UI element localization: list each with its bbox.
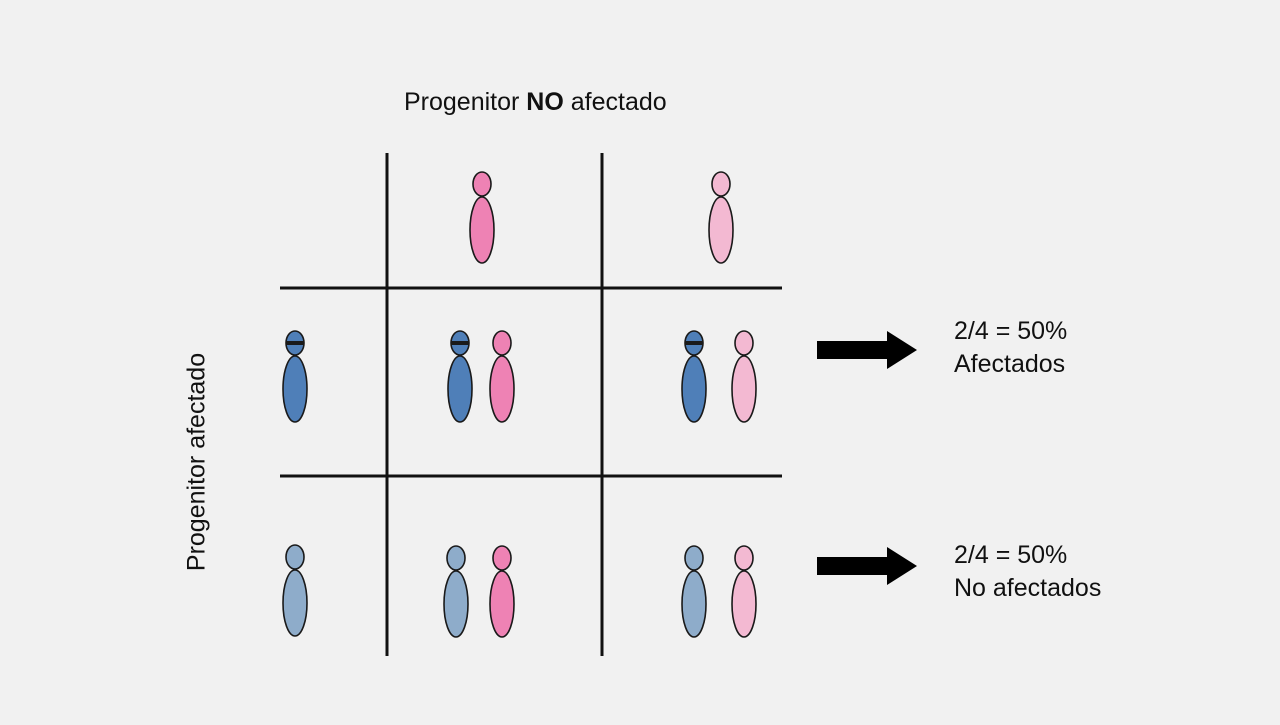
chromosome-parent-top-pink-dark-long-arm bbox=[469, 196, 495, 264]
chromosome-cell-r2c2-pink-light-short-arm bbox=[734, 545, 754, 571]
top-label-unaffected-parent: Progenitor NO afectado bbox=[404, 88, 667, 117]
chromosome-cell-r2c2-blue-light-icon bbox=[681, 545, 707, 638]
top-label-prefix: Progenitor bbox=[404, 88, 527, 116]
chromosome-cell-r1c1-pink-dark-icon bbox=[489, 330, 515, 423]
chromosome-cell-r2c1-blue-light-icon bbox=[443, 545, 469, 638]
chromosome-parent-top-pink-dark-icon bbox=[469, 171, 495, 264]
chromosome-cell-r2c1-pink-dark-short-arm bbox=[492, 545, 512, 571]
chromosome-cell-r1c1-blue-dark-long-arm bbox=[447, 355, 473, 423]
chromosome-cell-r1c1-pink-dark-short-arm bbox=[492, 330, 512, 356]
chromosome-cell-r1c2-pink-light-short-arm bbox=[734, 330, 754, 356]
chromosome-cell-r1c1-blue-dark-icon bbox=[447, 330, 473, 423]
chromosome-cell-r2c1-blue-light-short-arm bbox=[446, 545, 466, 571]
chromosome-parent-side-blue-dark-long-arm bbox=[282, 355, 308, 423]
result-unaffected-ratio: 2/4 = 50% bbox=[954, 541, 1068, 569]
chromosome-cell-r2c2-pink-light-icon bbox=[731, 545, 757, 638]
top-label-suffix: afectado bbox=[563, 88, 667, 116]
result-affected-ratio: 2/4 = 50% bbox=[954, 317, 1068, 345]
chromosome-cell-r2c2-blue-light-short-arm bbox=[684, 545, 704, 571]
result-affected-text: Afectados bbox=[954, 350, 1066, 378]
chromosome-parent-top-pink-light-icon bbox=[708, 171, 734, 264]
chromosome-cell-r2c2-pink-light-long-arm bbox=[731, 570, 757, 638]
chromosome-cell-r2c2-blue-light-long-arm bbox=[681, 570, 707, 638]
chromosome-cell-r1c1-blue-dark-mutation-band bbox=[451, 341, 469, 345]
chromosome-cell-r1c2-blue-dark-mutation-band bbox=[685, 341, 703, 345]
result-affected: 2/4 = 50% Afectados bbox=[954, 315, 1067, 381]
chromosome-parent-top-pink-light-long-arm bbox=[708, 196, 734, 264]
arrow-affected-icon bbox=[817, 331, 917, 369]
side-label-affected-parent: Progenitor afectado bbox=[182, 352, 211, 572]
arrow-unaffected-icon bbox=[817, 547, 917, 585]
chromosome-cell-r2c1-pink-dark-icon bbox=[489, 545, 515, 638]
chromosome-cell-r1c2-pink-light-icon bbox=[731, 330, 757, 423]
top-label-bold: NO bbox=[526, 88, 564, 116]
chromosome-parent-top-pink-dark-short-arm bbox=[472, 171, 492, 197]
chromosome-cell-r1c2-blue-dark-long-arm bbox=[681, 355, 707, 423]
result-unaffected-text: No afectados bbox=[954, 574, 1102, 602]
chromosome-cell-r2c1-blue-light-long-arm bbox=[443, 570, 469, 638]
chromosome-cell-r1c2-pink-light-long-arm bbox=[731, 355, 757, 423]
chromosome-cell-r1c2-blue-dark-icon bbox=[681, 330, 707, 423]
chromosome-cell-r2c1-pink-dark-long-arm bbox=[489, 570, 515, 638]
chromosome-parent-side-blue-dark-mutation-band bbox=[286, 341, 304, 345]
chromosome-parent-top-pink-light-short-arm bbox=[711, 171, 731, 197]
chromosome-parent-side-blue-dark-icon bbox=[282, 330, 308, 423]
result-unaffected: 2/4 = 50% No afectados bbox=[954, 539, 1101, 605]
chromosome-parent-side-blue-light-long-arm bbox=[282, 569, 308, 637]
chromosome-cell-r1c1-pink-dark-long-arm bbox=[489, 355, 515, 423]
chromosomes bbox=[282, 171, 757, 638]
chromosome-parent-side-blue-light-icon bbox=[282, 544, 308, 637]
chromosome-parent-side-blue-light-short-arm bbox=[285, 544, 305, 570]
